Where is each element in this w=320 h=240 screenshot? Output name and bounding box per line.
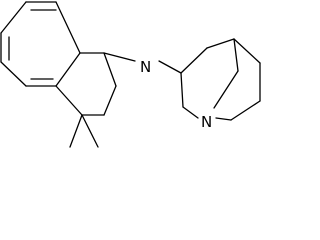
bridgehead-n-label: N bbox=[201, 113, 212, 131]
saturated-ring bbox=[55, 52, 117, 148]
aromatic-ring bbox=[0, 1, 81, 87]
molecule-diagram: N N bbox=[0, 1, 261, 148]
amine-linkage bbox=[103, 52, 182, 74]
amine-n-label: N bbox=[140, 58, 151, 76]
molecule-structure: N N bbox=[0, 1, 261, 148]
quinuclidine-ring bbox=[180, 38, 261, 121]
